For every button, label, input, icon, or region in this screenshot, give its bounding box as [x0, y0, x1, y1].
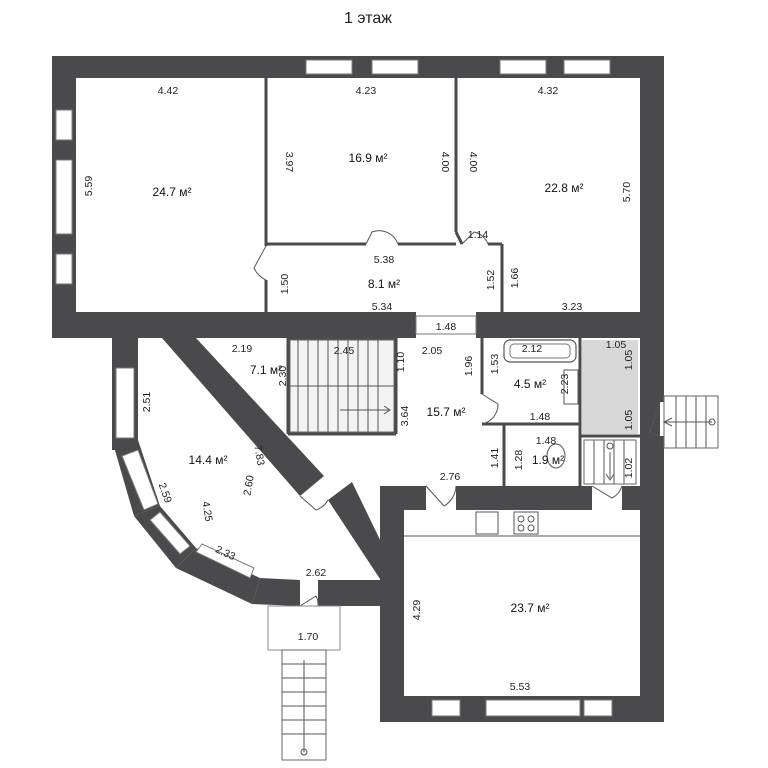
interior-walls: [264, 78, 640, 486]
dimension-label: 1.28: [513, 450, 525, 471]
dimension-label: 4.00: [439, 152, 451, 173]
dimension-label: 2.60: [241, 474, 256, 496]
dimension-label: 1.53: [489, 354, 501, 375]
plan-title: 1 этаж: [344, 10, 392, 27]
dimension-label: 1.48: [530, 411, 551, 423]
dimension-label: 2.30: [277, 366, 289, 387]
dimension-label: 3.97: [283, 152, 295, 173]
room-area-label: 24.7 м²: [153, 185, 192, 199]
dimension-label: 1.05: [623, 350, 635, 371]
dimension-label: 1.02: [623, 458, 635, 479]
dimension-label: 4.42: [158, 85, 179, 97]
dimension-label: 5.34: [372, 301, 393, 313]
dimension-label: 7.83: [251, 444, 266, 466]
dimension-label: 1.66: [509, 268, 521, 289]
dimension-label: 2.05: [422, 345, 443, 357]
room-area-label: 23.7 м²: [511, 601, 550, 615]
dimension-label: 1.41: [489, 448, 501, 469]
dimension-label: 1.52: [485, 270, 497, 291]
dimension-label: 4.29: [411, 600, 423, 621]
dimension-label: 5.53: [510, 681, 531, 693]
dimension-label: 4.00: [467, 152, 479, 173]
dimension-label: 2.19: [232, 343, 253, 355]
room-area-label: 15.7 м²: [427, 405, 466, 419]
fixtures: [404, 339, 640, 537]
dimension-label: 3.23: [562, 301, 583, 313]
dimension-label: 2.76: [440, 471, 461, 483]
dimension-label: 5.70: [621, 182, 633, 203]
dimension-label: 3.64: [399, 406, 411, 427]
dimension-label: 1.10: [395, 352, 407, 373]
dimension-label: 4.32: [538, 85, 559, 97]
dimension-label: 1.70: [298, 631, 319, 643]
dimension-label: 2.59: [156, 481, 174, 504]
dimension-label: 5.38: [374, 254, 395, 266]
windows: [55, 59, 613, 717]
room-areas: 24.7 м² 16.9 м² 22.8 м² 8.1 м² 7.1 м² 15…: [153, 151, 584, 615]
room-area-label: 4.5 м²: [514, 377, 546, 391]
dimension-label: 1.05: [606, 339, 627, 351]
room-area-label: 22.8 м²: [545, 181, 584, 195]
room-area-label: 7.1 м²: [250, 363, 282, 377]
dimension-label: 2.23: [559, 374, 571, 395]
dimension-label: 4.23: [356, 85, 377, 97]
dimension-label: 1.50: [279, 274, 291, 295]
room-area-label: 16.9 м²: [349, 151, 388, 165]
dimension-label: 1.48: [436, 321, 457, 333]
dimension-label: 1.14: [468, 229, 489, 241]
dimension-label: 2.45: [334, 345, 355, 357]
dimension-label: 2.62: [306, 567, 327, 579]
dimension-label: 1.05: [623, 410, 635, 431]
stairs: [267, 339, 719, 761]
room-area-label: 1.9 м²: [532, 453, 564, 467]
outer-walls: [52, 56, 664, 722]
dimension-label: 1.48: [536, 435, 557, 447]
doors: [253, 230, 661, 607]
dimension-label: 2.51: [141, 392, 153, 413]
dimension-label: 2.12: [522, 343, 543, 355]
room-area-label: 8.1 м²: [368, 277, 400, 291]
dimension-label: 5.59: [83, 176, 95, 197]
dimension-label: 1.96: [463, 356, 475, 377]
room-area-label: 14.4 м²: [189, 453, 228, 467]
dimension-label: 4.25: [199, 500, 214, 522]
